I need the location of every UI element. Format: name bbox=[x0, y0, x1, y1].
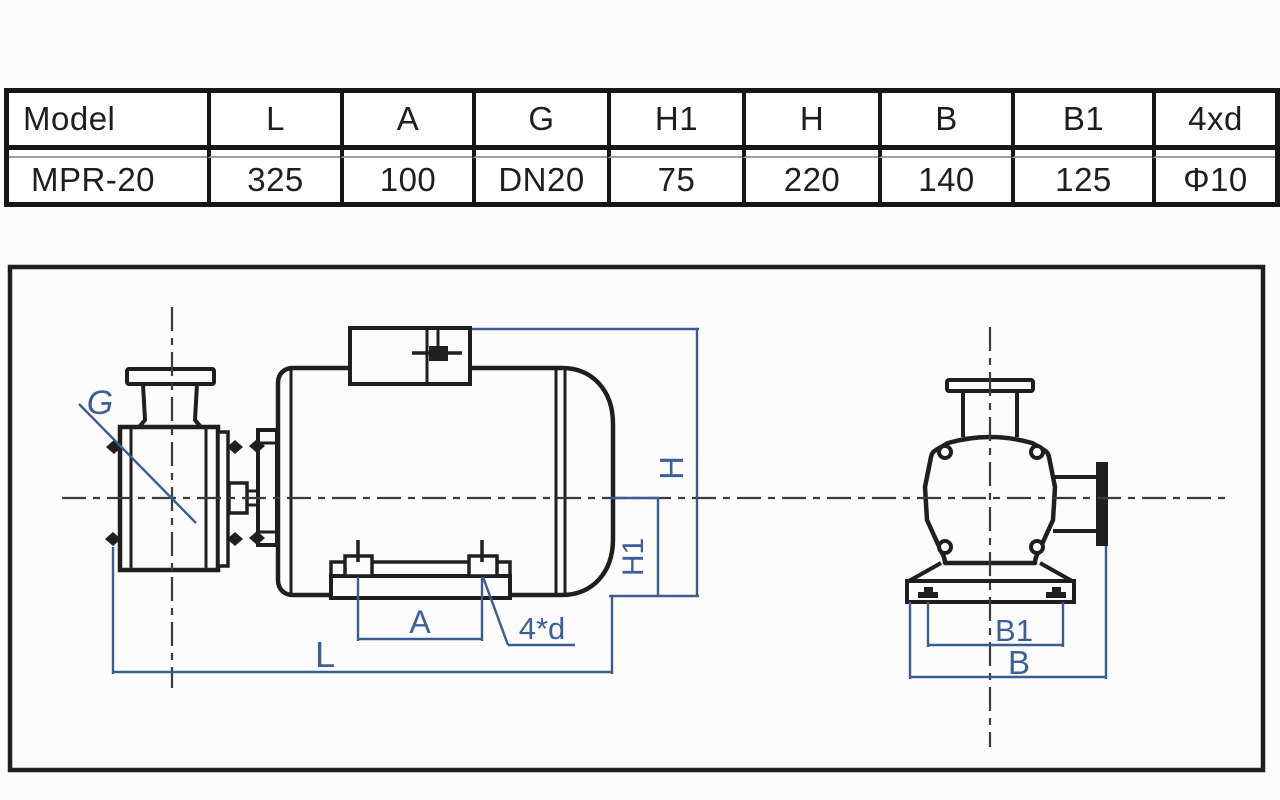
drawing-frame bbox=[7, 264, 1266, 773]
table-separator-cell bbox=[607, 150, 742, 158]
pump-head bbox=[117, 367, 230, 573]
header-cell-b1: B1 bbox=[1011, 93, 1152, 145]
value-cell-h: 220 bbox=[742, 158, 878, 202]
table-header-row: Model L A G H1 H B B1 4xd bbox=[9, 93, 1275, 145]
side-port-flange bbox=[1096, 462, 1108, 546]
end-view bbox=[905, 378, 1108, 604]
table-separator-cell bbox=[878, 150, 1011, 158]
value-cell-b: 140 bbox=[878, 158, 1011, 202]
header-cell-g: G bbox=[472, 93, 607, 145]
table-separator-cell bbox=[1011, 150, 1152, 158]
base-anchor-bolt bbox=[918, 587, 938, 598]
housing-bolt bbox=[1029, 444, 1045, 460]
header-cell-b: B bbox=[878, 93, 1011, 145]
dimension-lines bbox=[78, 327, 1108, 679]
table-separator-cell bbox=[340, 150, 472, 158]
table-separator-cell bbox=[207, 150, 340, 158]
table-data-row: MPR-20 325 100 DN20 75 220 140 125 Φ10 bbox=[9, 158, 1275, 202]
value-cell-model: MPR-20 bbox=[31, 161, 156, 198]
dim-label-h1: H1 bbox=[617, 538, 650, 576]
side-view bbox=[117, 326, 616, 600]
dim-label-4d: 4*d bbox=[519, 611, 566, 646]
table-separator-cell bbox=[1152, 150, 1275, 158]
table-separator-cell bbox=[472, 150, 607, 158]
value-cell-l: 325 bbox=[207, 158, 340, 202]
header-cell-a: A bbox=[340, 93, 472, 145]
motor-base-plate bbox=[329, 574, 512, 600]
housing-bolt bbox=[937, 444, 953, 460]
table-separator-row bbox=[9, 145, 1275, 158]
table-separator-cell bbox=[9, 150, 207, 158]
value-cell-g: DN20 bbox=[472, 158, 607, 202]
dim-label-h: H bbox=[653, 456, 690, 480]
housing-bolt bbox=[937, 539, 953, 555]
value-cell-h1: 75 bbox=[607, 158, 742, 202]
value-cell-b1: 125 bbox=[1011, 158, 1152, 202]
motor bbox=[275, 326, 616, 600]
casing-bolts bbox=[105, 439, 265, 546]
dim-label-l: L bbox=[315, 634, 335, 675]
value-cell-4xd: Φ10 bbox=[1152, 158, 1275, 202]
header-cell-4xd: 4xd bbox=[1152, 93, 1275, 145]
dim-label-a: A bbox=[409, 604, 431, 640]
dim-label-b1: B1 bbox=[995, 613, 1033, 648]
suction-flange bbox=[125, 367, 216, 386]
dim-label-g: G bbox=[87, 384, 113, 422]
value-cell-a: 100 bbox=[340, 158, 472, 202]
suction-neck bbox=[134, 382, 206, 429]
header-cell-l: L bbox=[207, 93, 340, 145]
g-leader-line bbox=[78, 403, 197, 524]
header-cell-h: H bbox=[742, 93, 878, 145]
header-cell-h1: H1 bbox=[607, 93, 742, 145]
housing-bolt bbox=[1029, 539, 1045, 555]
4d-leader-line bbox=[481, 576, 510, 646]
terminal-box bbox=[348, 326, 472, 386]
dim-label-b: B bbox=[1008, 644, 1030, 681]
motor-body bbox=[275, 365, 616, 598]
dimension-table: Model L A G H1 H B B1 4xd MPR-20 325 100… bbox=[4, 88, 1280, 207]
table-separator-cell bbox=[742, 150, 878, 158]
base-anchor-bolt bbox=[1046, 587, 1066, 598]
header-cell-model: Model bbox=[23, 100, 116, 137]
